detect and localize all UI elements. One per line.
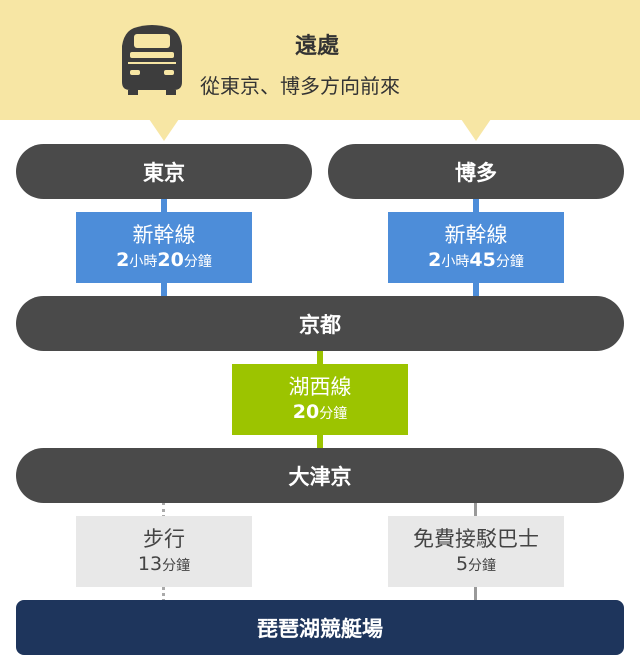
- segment-line-name: 新幹線: [444, 222, 508, 247]
- station-hakata: 博多: [328, 144, 624, 199]
- header-title: 遠處: [295, 34, 340, 59]
- segment-walk: 步行 13分鐘: [76, 516, 252, 587]
- segment-line-name: 免費接駁巴士: [413, 526, 539, 551]
- segment-line-name: 步行: [143, 526, 185, 551]
- segment-time: 2小時20分鐘: [116, 248, 212, 271]
- segment-time: 20分鐘: [292, 400, 348, 423]
- station-kyoto: 京都: [16, 296, 624, 351]
- bullet-train-icon: [122, 25, 182, 95]
- station-destination: 琵琶湖競艇場: [16, 600, 624, 655]
- station-tokyo: 東京: [16, 144, 312, 199]
- segment-bus: 免費接駁巴士 5分鐘: [388, 516, 564, 587]
- station-otsukyo: 大津京: [16, 448, 624, 503]
- segment-time: 13分鐘: [137, 552, 191, 575]
- segment-tokyo-kyoto: 新幹線 2小時20分鐘: [76, 212, 252, 283]
- segment-time: 5分鐘: [455, 552, 497, 575]
- segment-time: 2小時45分鐘: [428, 248, 524, 271]
- pointer-tokyo: [149, 119, 179, 141]
- header-subtitle: 從東京、博多方向前來: [200, 74, 400, 98]
- segment-line-name: 湖西線: [288, 374, 352, 399]
- pointer-hakata: [461, 119, 491, 141]
- segment-line-name: 新幹線: [132, 222, 196, 247]
- origin-header: 遠處 從東京、博多方向前來: [0, 0, 640, 120]
- segment-kyoto-otsukyo: 湖西線 20分鐘: [232, 364, 408, 435]
- segment-hakata-kyoto: 新幹線 2小時45分鐘: [388, 212, 564, 283]
